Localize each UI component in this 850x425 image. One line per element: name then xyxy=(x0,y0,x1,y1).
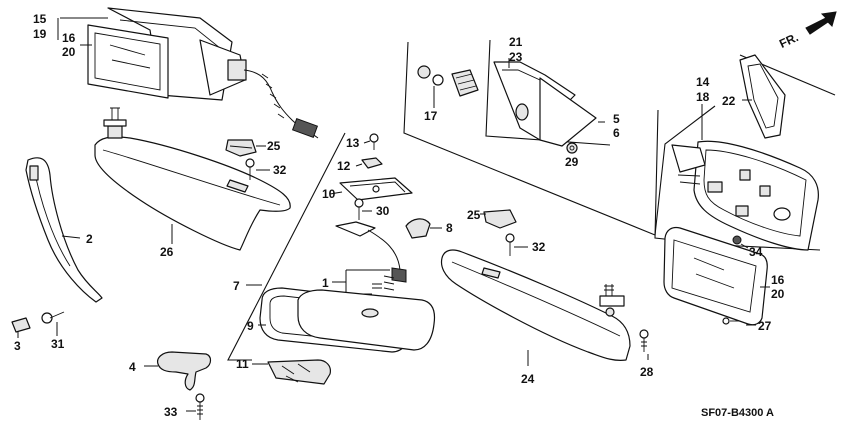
callout-27: 27 xyxy=(758,319,772,333)
adjust-knob xyxy=(417,65,479,97)
callout-3: 3 xyxy=(14,339,21,353)
mount-plate-10 xyxy=(339,177,413,201)
callout-23: 23 xyxy=(509,50,523,64)
front-direction-arrow-icon xyxy=(805,11,837,35)
diagram-code: SF07-B4300 A xyxy=(701,407,774,419)
leader-34 xyxy=(740,243,749,249)
left-sun-visor xyxy=(94,107,291,251)
callout-18: 18 xyxy=(696,90,710,104)
leader-1 xyxy=(345,270,372,295)
screw-27 xyxy=(722,317,740,325)
screw-31 xyxy=(41,311,65,324)
screw-upper xyxy=(245,158,255,180)
corner-trim xyxy=(739,54,786,139)
callout-24: 24 xyxy=(521,372,535,386)
cover-8 xyxy=(405,218,431,239)
callout-30: 30 xyxy=(376,204,390,218)
clip-12 xyxy=(361,157,383,169)
callout-7: 7 xyxy=(233,279,240,293)
left-group-frame xyxy=(227,132,346,361)
right-sun-visor xyxy=(440,249,631,361)
callout-14: 14 xyxy=(696,75,710,89)
nut-34 xyxy=(732,235,742,245)
visor-clip-lower xyxy=(483,209,517,229)
callout-21: 21 xyxy=(509,35,523,49)
callout-17: 17 xyxy=(424,109,438,123)
callout-6: 6 xyxy=(613,126,620,140)
leader-13 xyxy=(363,140,371,144)
screw-30 xyxy=(354,198,364,220)
callout-1: 1 xyxy=(322,276,329,290)
callout-9: 9 xyxy=(247,319,254,333)
callout-20: 20 xyxy=(62,45,76,59)
grab-handle xyxy=(25,157,103,303)
callout-25-upper: 25 xyxy=(267,139,281,153)
callout-22: 22 xyxy=(722,94,736,108)
callout-2: 2 xyxy=(86,232,93,246)
visor-hinge-right xyxy=(599,284,625,317)
left-door-mirror xyxy=(107,7,319,139)
leader-10 xyxy=(329,191,343,195)
mirror-stay xyxy=(335,221,407,291)
screw-33 xyxy=(195,393,205,420)
callout-8: 8 xyxy=(446,221,453,235)
callout-32-lower: 32 xyxy=(532,240,546,254)
callout-31: 31 xyxy=(51,337,65,351)
callout-16: 16 xyxy=(62,31,76,45)
screw-28 xyxy=(639,329,649,352)
callout-33: 33 xyxy=(164,405,178,419)
inner-bracket-frame xyxy=(485,39,611,146)
right-mirror-glass xyxy=(663,226,768,326)
rearview-mirror-body xyxy=(297,289,436,351)
leader-2 xyxy=(61,235,81,239)
callout-11: 11 xyxy=(236,357,249,371)
callout-25-lower: 25 xyxy=(467,208,481,222)
callout-10: 10 xyxy=(322,187,336,201)
visor-clip-upper xyxy=(225,139,257,157)
lamp-cover-11 xyxy=(267,359,331,385)
inner-mirror-cover xyxy=(493,61,576,141)
screw-13 xyxy=(369,133,379,150)
inner-trim xyxy=(539,77,597,147)
callout-16-right: 16 xyxy=(771,273,785,287)
left-mirror-glass xyxy=(87,24,169,99)
screw-lower xyxy=(505,233,515,256)
callout-13: 13 xyxy=(346,136,360,150)
callout-28: 28 xyxy=(640,365,654,379)
coat-hook xyxy=(157,351,212,391)
callout-19: 19 xyxy=(33,27,47,41)
nut-29 xyxy=(566,142,578,154)
direction-label: FR. xyxy=(777,30,800,51)
right-door-mirror xyxy=(671,140,819,251)
callout-5: 5 xyxy=(613,112,620,126)
callout-32-upper: 32 xyxy=(273,163,287,177)
callout-12: 12 xyxy=(337,159,351,173)
callout-4: 4 xyxy=(129,360,136,374)
callout-26: 26 xyxy=(160,245,174,259)
leader-12 xyxy=(355,163,363,167)
callout-15: 15 xyxy=(33,12,47,26)
callout-29: 29 xyxy=(565,155,579,169)
callout-20-right: 20 xyxy=(771,287,785,301)
callout-34: 34 xyxy=(749,245,763,259)
cap-3 xyxy=(11,317,31,333)
